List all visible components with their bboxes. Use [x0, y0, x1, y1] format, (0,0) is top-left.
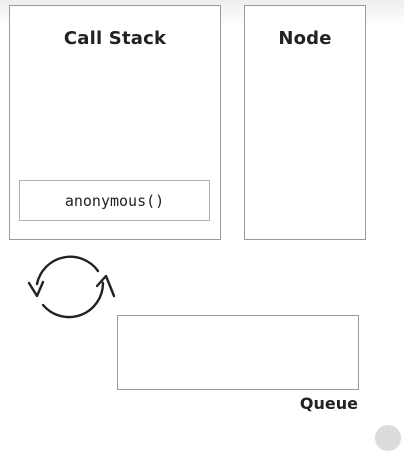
call-stack-frame: anonymous() [19, 180, 210, 221]
call-stack-panel: Call Stack anonymous() [9, 5, 221, 240]
queue-box [117, 315, 359, 390]
refresh-cycle-icon [27, 255, 116, 319]
node-title: Node [278, 28, 332, 49]
call-stack-title: Call Stack [63, 28, 167, 49]
queue-label: Queue [299, 394, 358, 413]
node-panel: Node [244, 5, 366, 240]
corner-button[interactable] [375, 425, 401, 451]
